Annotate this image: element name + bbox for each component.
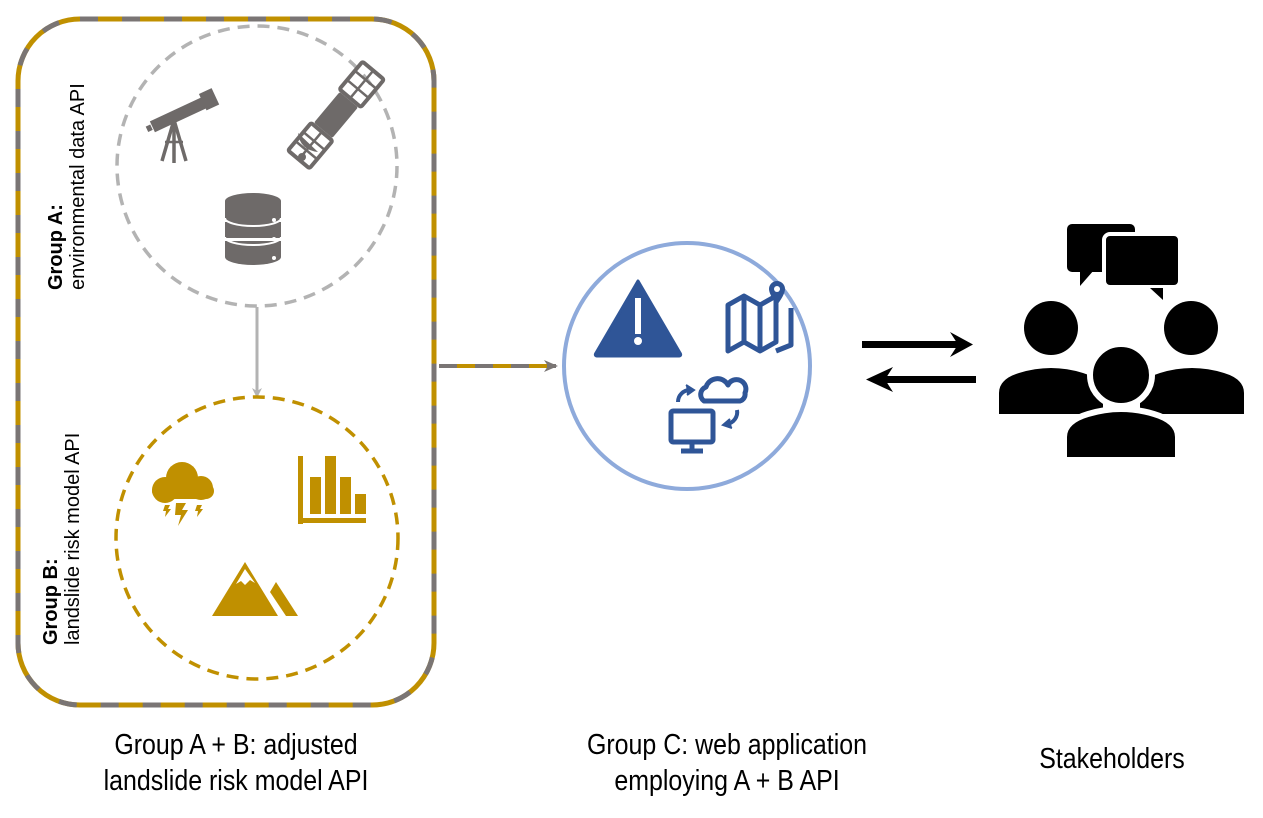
group-b-label-title: Group B: [40, 558, 62, 645]
telescope-icon [145, 88, 220, 163]
group-c-caption: Group C: web application employing A + B… [555, 727, 899, 799]
cloud-sync-computer-icon [668, 376, 749, 454]
group-c-circle [562, 241, 812, 491]
group-c-caption-line1: Group C: web application [586, 729, 868, 761]
group-b-circle [114, 395, 400, 681]
chat-bubbles-icon [1067, 224, 1182, 300]
group-a-label: Group A: environmental data API [45, 83, 89, 290]
group-b-label: Group B: landslide risk model API [40, 433, 84, 645]
mountain-icon [212, 562, 298, 616]
satellite-dish-icon [298, 133, 318, 161]
group-c-caption-line2: employing A + B API [614, 765, 840, 797]
bar-chart-icon [298, 456, 366, 524]
group-ab-container [15, 16, 437, 708]
database-icon [224, 193, 282, 265]
storm-cloud-icon [152, 462, 214, 526]
arrow-stakeholders-to-c [866, 367, 976, 392]
warning-icon [593, 279, 683, 358]
stakeholders-caption: Stakeholders [1026, 741, 1198, 777]
arrow-c-to-stakeholders [862, 332, 973, 357]
group-b-label-text: landslide risk model API [62, 432, 84, 645]
group-ab-caption-line2: landslide risk model API [103, 765, 369, 797]
group-a-label-title: Group A: [45, 204, 67, 290]
map-pin-icon [725, 281, 794, 354]
group-ab-caption-line1: Group A + B: adjusted [114, 729, 358, 761]
group-a-label-text: environmental data API [67, 83, 89, 290]
group-ab-caption: Group A + B: adjusted landslide risk mod… [64, 727, 408, 799]
stakeholders-caption-text: Stakeholders [1039, 743, 1185, 775]
people-group-icon [999, 301, 1244, 463]
group-a-circle [115, 24, 399, 308]
